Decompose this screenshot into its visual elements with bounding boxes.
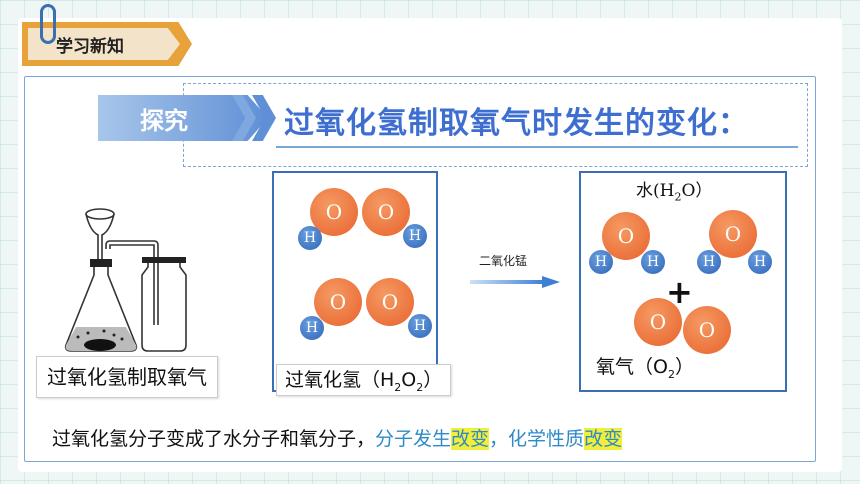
oxygen-atom: O: [602, 212, 650, 260]
arrow-right-icon: [470, 276, 560, 288]
content-frame: [24, 76, 816, 462]
summary-part4: ，化学性质: [489, 428, 585, 450]
oxygen-atom: O: [366, 278, 414, 326]
apparatus-illustration: [64, 208, 187, 352]
hydrogen-atom: H: [403, 224, 427, 248]
water-label-sub: 2: [674, 190, 682, 204]
page-title: 过氧化氢制取氧气时发生的变化：: [284, 106, 749, 141]
hydrogen-atom: H: [298, 226, 322, 250]
summary-part2: 分子发生: [375, 428, 452, 450]
hydrogen-atom: H: [408, 314, 432, 338]
oxygen-atom: O: [310, 188, 358, 236]
oxygen-atom: O: [683, 306, 731, 354]
apparatus-caption: 过氧化氢制取氧气: [36, 356, 218, 398]
h2o2-caption-mid: O: [401, 369, 417, 391]
summary-highlight-change-2: 改变: [584, 428, 623, 450]
water-label-prefix: 水(H: [636, 181, 675, 201]
h2o2-caption-sub2: 2: [416, 380, 424, 394]
hydrogen-atom: H: [641, 250, 665, 274]
hydrogen-atom: H: [589, 250, 613, 274]
oxygen-atom: O: [634, 298, 682, 346]
oxygen-atom: O: [314, 278, 362, 326]
products-molecule-box: [579, 171, 787, 392]
oxygen-atom: O: [709, 210, 757, 258]
summary-part1: 过氧化氢分子变成了水分子和氧分子，: [52, 428, 376, 450]
explore-label: 探究: [140, 107, 188, 135]
oxygen-label-prefix: 氧气（O: [596, 356, 668, 378]
oxygen-label: 氧气（O2）: [596, 352, 694, 381]
oxygen-label-sub: 2: [667, 367, 675, 381]
oxygen-label-suffix: ）: [674, 356, 694, 378]
summary-highlight-change: 改变: [451, 428, 490, 450]
water-label-suffix: O）: [681, 181, 713, 201]
hydrogen-atom: H: [300, 316, 324, 340]
h2o2-caption: 过氧化氢（H2O2）: [276, 364, 452, 396]
section-label: 学习新知: [56, 37, 124, 57]
hydrogen-atom: H: [748, 250, 772, 274]
oxygen-atom: O: [362, 188, 410, 236]
water-label: 水(H2O）: [636, 176, 712, 203]
title-underline: [276, 146, 798, 148]
catalyst-label: 二氧化锰: [479, 254, 528, 268]
paperclip-icon: [40, 4, 56, 44]
h2o2-caption-sub1: 2: [394, 380, 402, 394]
h2o2-caption-suffix: ）: [423, 369, 443, 391]
hydrogen-atom: H: [697, 250, 721, 274]
summary-text: 过氧化氢分子变成了水分子和氧分子，分子发生改变，化学性质改变: [52, 424, 623, 451]
h2o2-caption-prefix: 过氧化氢（H: [285, 369, 395, 391]
